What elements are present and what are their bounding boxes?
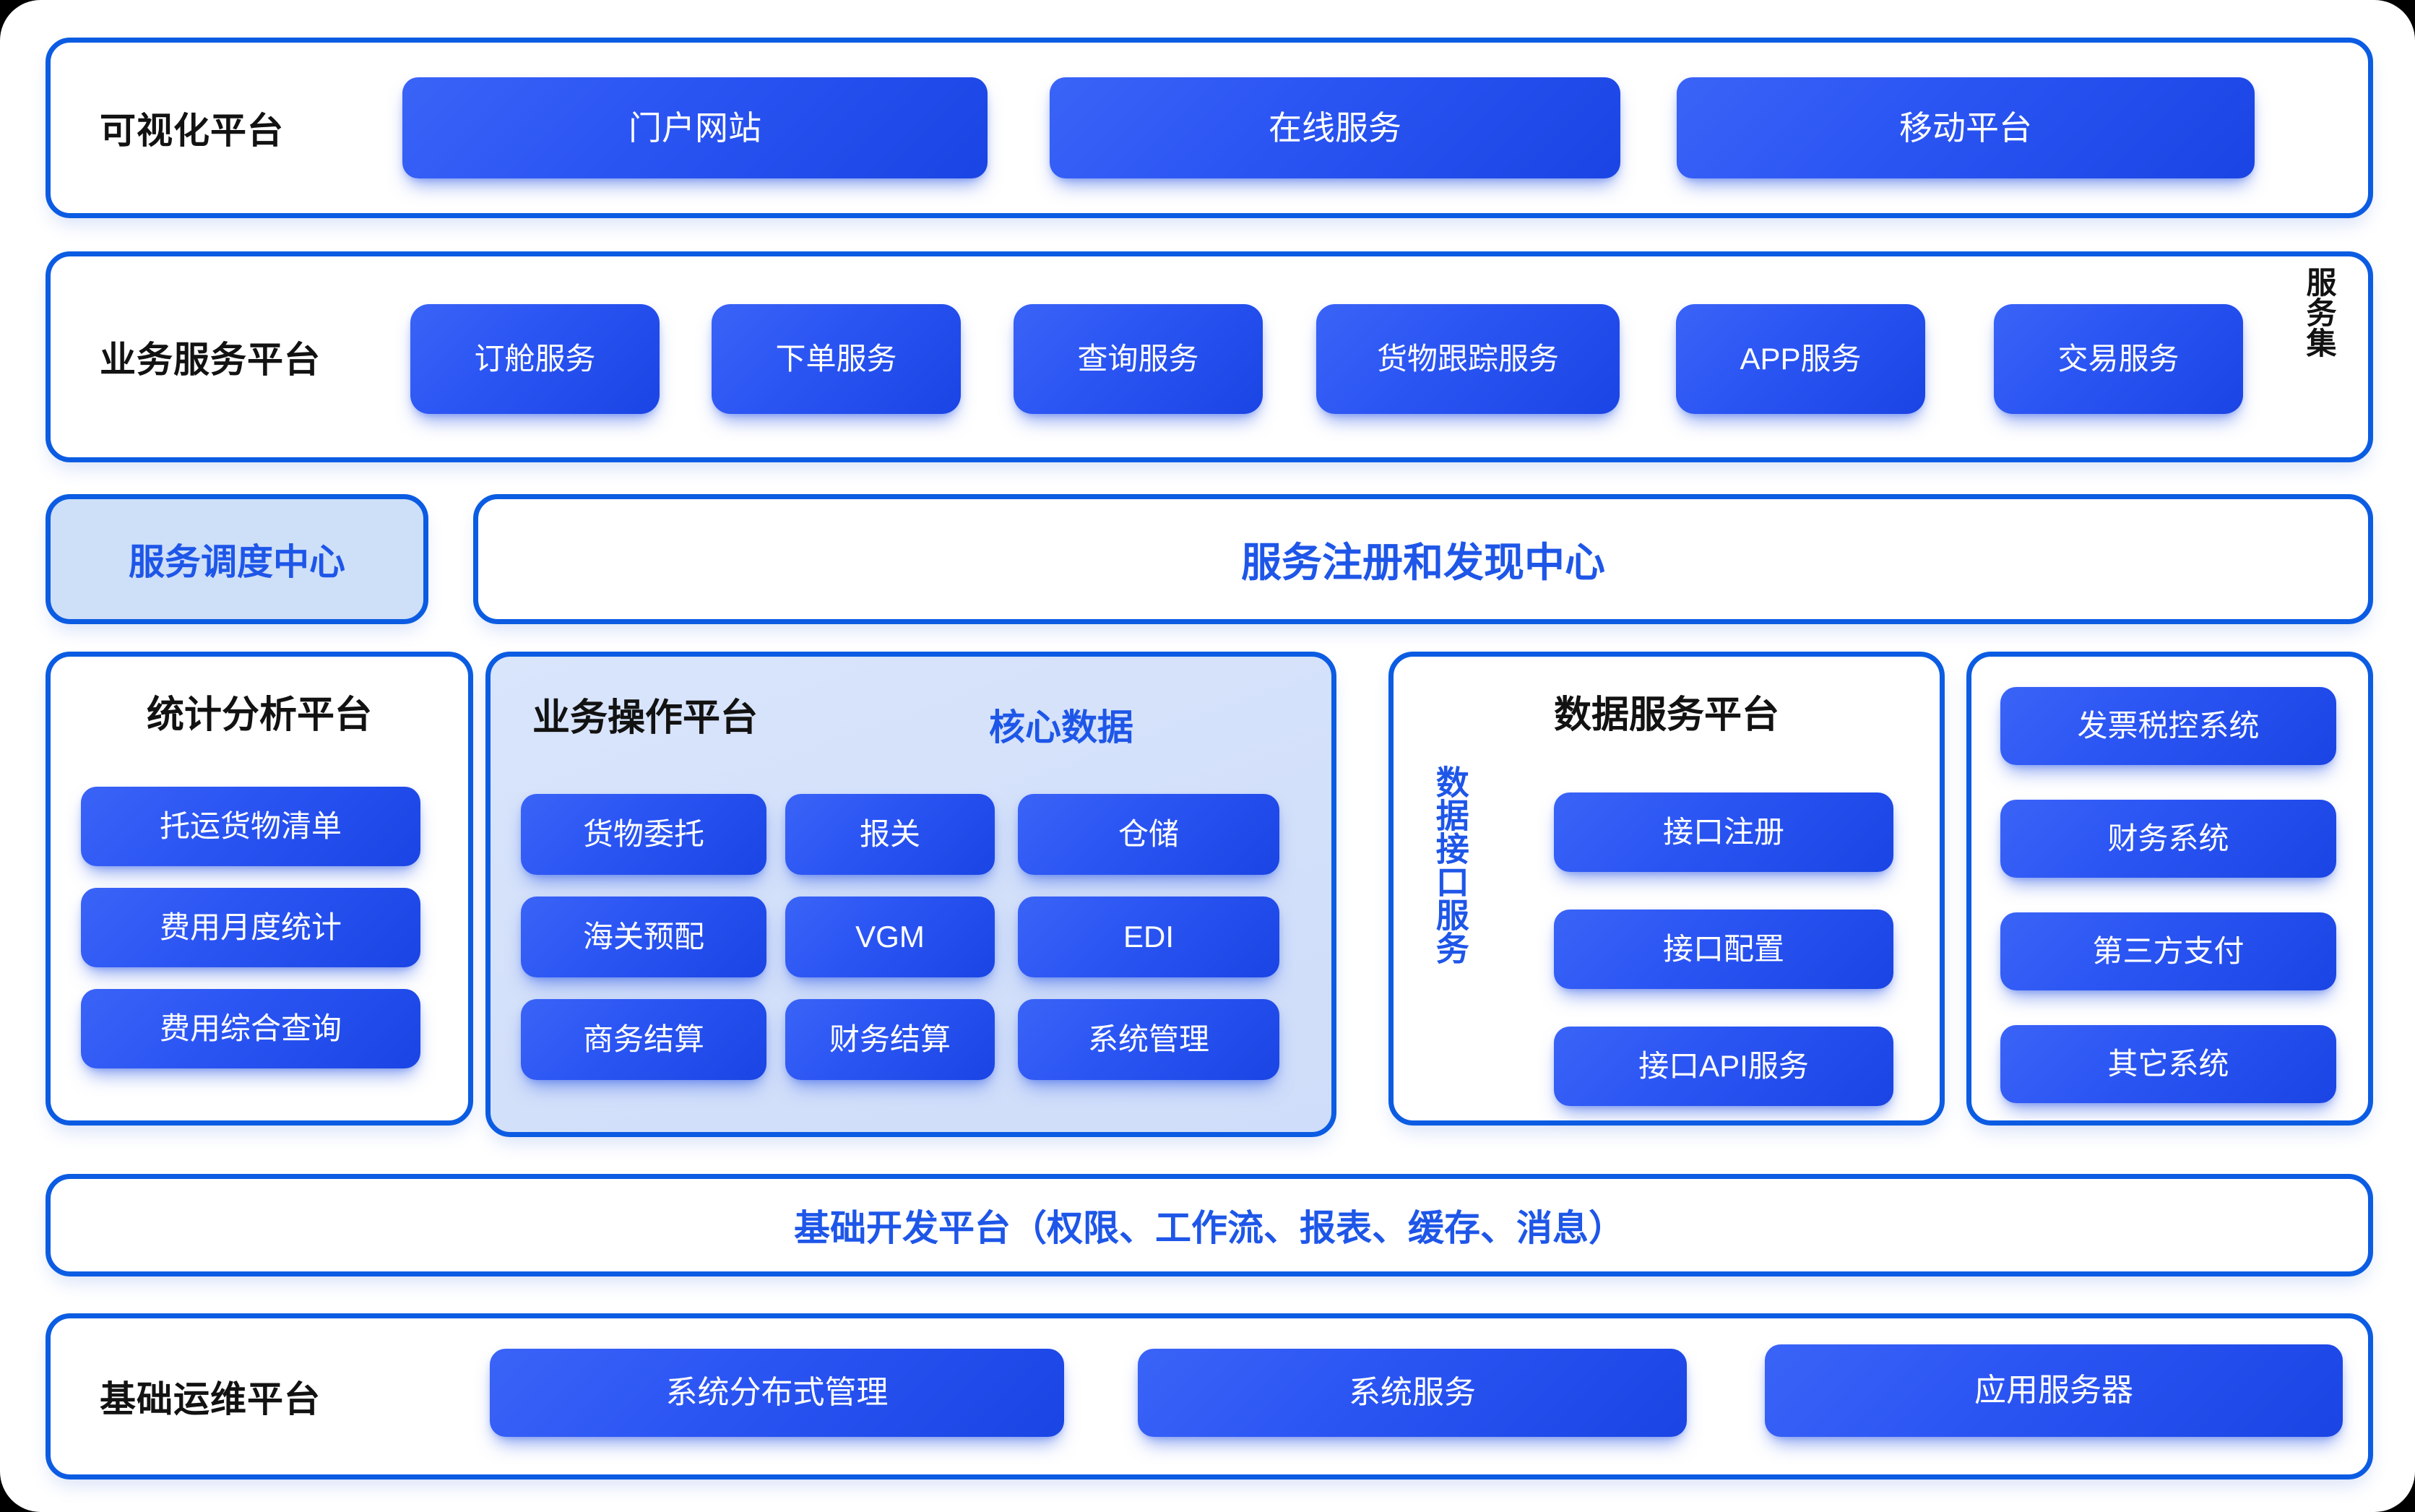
chip-booking-service[interactable]: 订舱服务	[410, 304, 660, 414]
chip-third-party-payment[interactable]: 第三方支付	[2000, 912, 2336, 990]
chip-query-service[interactable]: 查询服务	[1014, 304, 1263, 414]
chip-portal-website[interactable]: 门户网站	[402, 77, 988, 178]
base-development-platform-label: 基础开发平台（权限、工作流、报表、缓存、消息）	[794, 1208, 1625, 1248]
chip-trade-service[interactable]: 交易服务	[1994, 304, 2243, 414]
chip-app-service[interactable]: APP服务	[1676, 304, 1925, 414]
row-visualization-label: 可视化平台	[100, 111, 284, 151]
chip-interface-api-service[interactable]: 接口API服务	[1554, 1027, 1893, 1106]
row-base-operations-platform: 基础运维平台 系统分布式管理 系统服务 应用服务器	[46, 1313, 2373, 1479]
chip-customs-pre-allocation[interactable]: 海关预配	[521, 897, 766, 977]
row-business-service-label: 业务服务平台	[100, 340, 321, 380]
chip-warehousing[interactable]: 仓储	[1018, 794, 1279, 875]
chip-order-service[interactable]: 下单服务	[712, 304, 961, 414]
chip-application-server[interactable]: 应用服务器	[1765, 1344, 2343, 1437]
chip-mobile-platform[interactable]: 移动平台	[1677, 77, 2255, 178]
service-dispatch-center-label: 服务调度中心	[129, 542, 345, 582]
col-statistics-platform: 统计分析平台 托运货物清单 费用月度统计 费用综合查询	[46, 652, 473, 1126]
chip-system-distributed-management[interactable]: 系统分布式管理	[490, 1349, 1064, 1437]
chip-customs-declaration[interactable]: 报关	[785, 794, 995, 875]
data-service-platform-title: 数据服务平台	[1553, 694, 1779, 736]
chip-interface-configuration[interactable]: 接口配置	[1554, 910, 1893, 989]
chip-business-settlement[interactable]: 商务结算	[521, 999, 766, 1080]
chip-system-service[interactable]: 系统服务	[1138, 1349, 1687, 1437]
chip-comprehensive-fee-query[interactable]: 费用综合查询	[81, 989, 420, 1068]
row-base-operations-label: 基础运维平台	[100, 1379, 321, 1420]
chip-cargo-consignment[interactable]: 货物委托	[521, 794, 766, 875]
row-base-development-platform: 基础开发平台（权限、工作流、报表、缓存、消息）	[46, 1174, 2373, 1276]
service-registry-center-box[interactable]: 服务注册和发现中心	[473, 494, 2373, 624]
row-business-service-platform: 业务服务平台 订舱服务 下单服务 查询服务 货物跟踪服务 APP服务 交易服务 …	[46, 251, 2373, 462]
chip-online-service[interactable]: 在线服务	[1050, 77, 1620, 178]
business-operations-platform-title: 业务操作平台	[532, 697, 759, 739]
chip-monthly-fee-statistics[interactable]: 费用月度统计	[81, 888, 420, 967]
chip-financial-settlement[interactable]: 财务结算	[785, 999, 995, 1080]
service-dispatch-center-box[interactable]: 服务调度中心	[46, 494, 428, 624]
chip-finance-system[interactable]: 财务系统	[2000, 800, 2336, 878]
chip-invoice-tax-system[interactable]: 发票税控系统	[2000, 687, 2336, 765]
row-business-service-side-label: 服务集	[2302, 267, 2336, 358]
row-visualization-platform: 可视化平台 门户网站 在线服务 移动平台	[46, 38, 2373, 218]
chip-other-systems[interactable]: 其它系统	[2000, 1025, 2336, 1103]
chip-interface-registration[interactable]: 接口注册	[1554, 792, 1893, 872]
statistics-platform-title: 统计分析平台	[146, 694, 372, 736]
chip-cargo-tracking-service[interactable]: 货物跟踪服务	[1316, 304, 1620, 414]
chip-edi[interactable]: EDI	[1018, 897, 1279, 977]
chip-system-management[interactable]: 系统管理	[1018, 999, 1279, 1080]
col-data-service-platform: 数据服务平台 数据接口服务 接口注册 接口配置 接口API服务	[1388, 652, 1945, 1126]
service-registry-center-label: 服务注册和发现中心	[1241, 539, 1605, 585]
col-external-systems: 发票税控系统 财务系统 第三方支付 其它系统	[1966, 652, 2373, 1126]
chip-vgm[interactable]: VGM	[785, 897, 995, 977]
col-business-operations-platform: 业务操作平台 核心数据 货物委托 报关 仓储 海关预配 VGM EDI 商务结算…	[485, 652, 1336, 1137]
chip-consignment-manifest[interactable]: 托运货物清单	[81, 787, 420, 866]
core-data-subtitle: 核心数据	[989, 707, 1133, 748]
data-interface-service-side-label: 数据接口服务	[1431, 765, 1469, 964]
